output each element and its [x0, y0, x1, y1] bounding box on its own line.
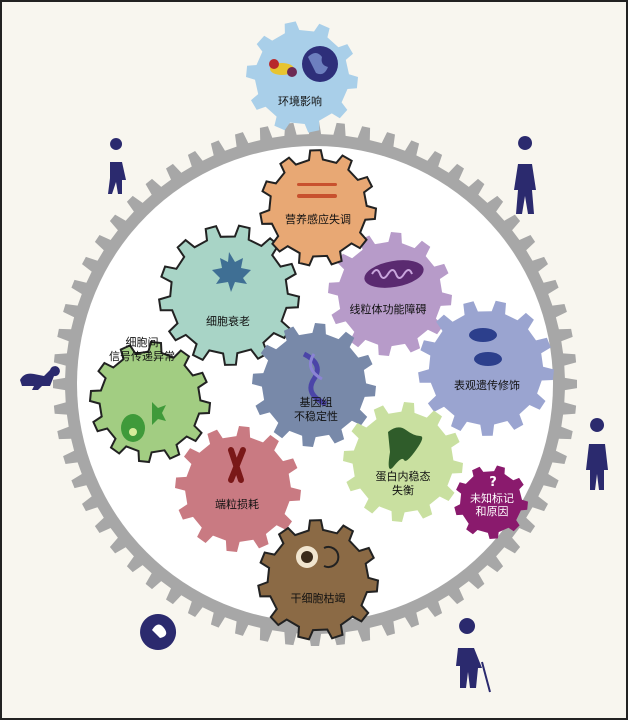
nucleosome-icon	[469, 328, 502, 366]
question-mark-icon: ?	[489, 475, 497, 490]
label-proteostasis-1: 蛋白内稳态	[375, 470, 431, 483]
gear-environment	[246, 21, 358, 133]
fetus-icon	[152, 624, 167, 638]
cane-icon	[481, 661, 491, 693]
label-communication-2: 信号传递异常	[109, 350, 175, 363]
label-nutrient: 营养感应失调	[285, 213, 351, 226]
stem-cell-icon	[296, 546, 340, 568]
label-unknown-2: 和原因	[475, 505, 509, 518]
label-proteostasis-2: 失衡	[392, 484, 414, 497]
gear-epigenetic	[418, 300, 554, 436]
elderly-with-cane-icon	[456, 618, 482, 688]
label-genome-1: 基因组	[299, 396, 333, 409]
gear-genome	[252, 323, 376, 447]
mitochondrion-icon	[364, 260, 424, 288]
label-telomere: 端粒损耗	[215, 498, 259, 511]
label-genome-2: 不稳定性	[294, 410, 338, 423]
gear-mitochondria	[328, 232, 452, 356]
fruit-and-globe-icon	[269, 46, 338, 82]
child-icon	[108, 138, 126, 194]
label-stemcell: 干细胞枯竭	[290, 592, 346, 605]
baby-crawling-icon	[20, 366, 60, 390]
gear-unknown	[454, 465, 528, 539]
gear-stemcell	[257, 519, 380, 641]
adult-icon	[586, 418, 608, 490]
gear-nutrient	[259, 149, 378, 267]
label-unknown-1: 未知标记	[470, 492, 514, 505]
label-mitochondria: 线粒体功能障碍	[349, 303, 427, 316]
label-senescence: 细胞衰老	[206, 315, 250, 328]
label-environment: 环境影响	[278, 95, 322, 108]
gear-proteostasis	[343, 402, 463, 522]
dna-icon	[302, 351, 328, 407]
chromosome-icon	[228, 447, 246, 483]
protein-icon	[388, 427, 423, 469]
gear-telomere	[175, 426, 301, 552]
gear-communication	[88, 340, 212, 464]
label-epigenetic: 表观遗传修饰	[454, 379, 520, 392]
cell-signaling-icon	[121, 402, 166, 442]
maple-leaf-icon	[212, 252, 251, 292]
adult-with-child-icon	[514, 136, 536, 214]
label-communication-1: 细胞间	[125, 336, 159, 349]
fork-knife-icon	[297, 183, 337, 198]
